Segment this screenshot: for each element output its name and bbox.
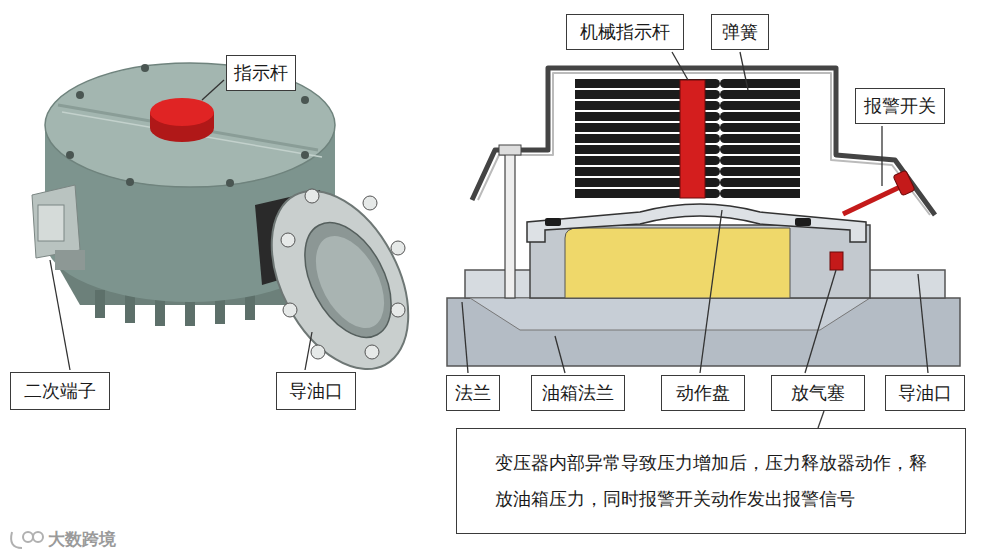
section-view [447,68,960,366]
part-label: 机械指示杆 [580,21,670,43]
callout-box: 油箱法兰 [531,375,625,411]
part-label: 导油口 [898,382,952,404]
callout-box: 动作盘 [661,375,745,411]
callout-box: 弹簧 [711,14,769,50]
callout-box: 二次端子 [10,372,110,410]
part-label: 导油口 [289,380,343,402]
part-label: 报警开关 [864,95,936,117]
part-label: 放气塞 [791,382,845,404]
device-3d [32,63,436,392]
part-label: 法兰 [455,382,491,404]
part-label: 动作盘 [676,382,730,404]
watermark: 大数跨境 [48,528,116,551]
callout-box: 导油口 [885,375,965,411]
part-label: 弹簧 [722,21,758,43]
part-label: 指示杆 [234,62,288,84]
callout-tail [818,411,824,428]
callout-box: 机械指示杆 [566,14,684,50]
watermark-logo [11,532,43,548]
note-box: 变压器内部异常导致压力增加后，压力释放器动作，释放油箱压力，同时报警开关动作发出… [456,428,966,534]
part-label: 油箱法兰 [542,382,614,404]
leader-lines [50,52,928,373]
callout-box: 指示杆 [226,55,296,91]
note-text: 变压器内部异常导致压力增加后，压力释放器动作，释放油箱压力，同时报警开关动作发出… [495,445,927,517]
callout-box: 导油口 [276,372,356,410]
callout-box: 放气塞 [771,375,865,411]
part-label: 二次端子 [24,380,96,402]
callout-box: 法兰 [446,375,500,411]
callout-box: 报警开关 [855,88,945,124]
